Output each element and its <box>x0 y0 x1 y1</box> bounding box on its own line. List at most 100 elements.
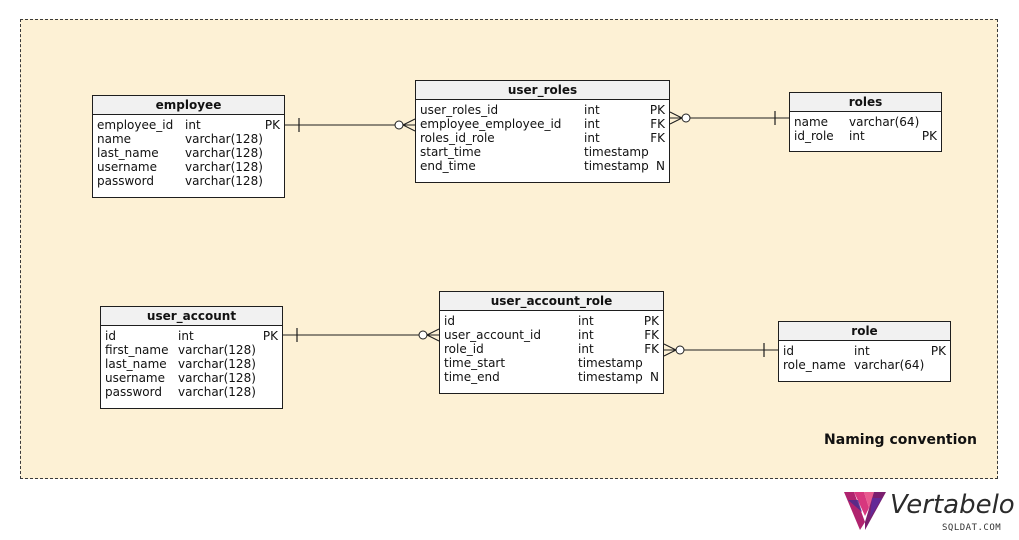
table-title: user_account <box>101 307 282 326</box>
column-row[interactable]: name varchar(64) <box>794 115 937 129</box>
diagram-caption: Naming convention <box>824 432 977 448</box>
column-name: password <box>105 385 162 399</box>
column-name: last_name <box>97 146 159 160</box>
column-key: FK <box>644 328 659 342</box>
column-name: end_time <box>420 159 476 173</box>
column-row[interactable]: name varchar(128) <box>97 132 280 146</box>
vertabelo-logo-icon <box>844 492 886 530</box>
column-type: varchar(128) <box>178 343 256 357</box>
column-key: FK <box>650 131 665 145</box>
column-name: id <box>105 329 116 343</box>
relationship-role-user-account-role-zero-marker <box>675 345 685 355</box>
relationship-role-user-account-role-crowfoot-bottom <box>663 349 677 357</box>
column-name: name <box>794 115 829 129</box>
column-name: password <box>97 174 154 188</box>
table-title: user_account_role <box>440 292 663 311</box>
column-name: role_name <box>783 358 846 372</box>
column-type: varchar(128) <box>185 174 263 188</box>
table-title: employee <box>93 96 284 115</box>
column-key: PK <box>930 344 946 358</box>
column-key: PK <box>264 118 280 132</box>
column-key: PK <box>262 329 278 343</box>
column-row[interactable]: start_time timestamp <box>420 145 665 159</box>
column-row[interactable]: id int PK <box>105 329 278 343</box>
relationship-employee-user-roles-zero-marker <box>394 120 404 130</box>
relationship-user-account-user-account-role-crowfoot-bottom <box>426 334 440 342</box>
column-type: int <box>584 117 600 131</box>
brand-name: Vertabelo <box>890 490 1015 520</box>
column-name: role_id <box>444 342 484 356</box>
relationship-user-account-user-account-role-crowfoot-top <box>426 328 440 336</box>
table-title: role <box>779 322 950 341</box>
column-type: varchar(128) <box>185 146 263 160</box>
column-row[interactable]: roles_id_role int FK <box>420 131 665 145</box>
column-name: name <box>97 132 132 146</box>
column-name: start_time <box>420 145 482 159</box>
column-type: int <box>578 328 594 342</box>
column-row[interactable]: time_end timestamp N <box>444 370 659 384</box>
column-name: employee_id <box>97 118 174 132</box>
column-key: FK <box>650 117 665 131</box>
column-row[interactable]: employee_employee_id int FK <box>420 117 665 131</box>
column-row[interactable]: last_name varchar(128) <box>97 146 280 160</box>
column-type: varchar(128) <box>185 132 263 146</box>
relationship-role-user-account-role-crowfoot-top <box>663 343 677 351</box>
column-name: time_start <box>444 356 506 370</box>
column-type: timestamp <box>584 145 649 159</box>
column-type: int <box>584 131 600 145</box>
column-key: PK <box>643 314 659 328</box>
column-name: id <box>444 314 455 328</box>
vertabelo-logo: Vertabelo SQLDAT.COM <box>842 488 1015 538</box>
column-name: user_roles_id <box>420 103 499 117</box>
column-name: username <box>105 371 165 385</box>
relationship-user-account-user-account-role-zero-marker <box>418 330 428 340</box>
column-name: roles_id_role <box>420 131 495 145</box>
relationship-employee-user-roles-crowfoot-bottom <box>402 124 416 132</box>
column-type: varchar(128) <box>178 357 256 371</box>
column-row[interactable]: time_start timestamp <box>444 356 659 370</box>
column-row[interactable]: password varchar(128) <box>97 174 280 188</box>
column-name: username <box>97 160 157 174</box>
relationship-roles-user-roles-crowfoot-top <box>669 111 683 119</box>
column-type: timestamp <box>578 356 643 370</box>
brand-sub: SQLDAT.COM <box>942 523 1002 533</box>
column-key: N <box>650 370 659 384</box>
relationship-roles-user-roles-zero-marker <box>681 113 691 123</box>
column-type: int <box>178 329 194 343</box>
column-name: employee_employee_id <box>420 117 562 131</box>
column-name: time_end <box>444 370 500 384</box>
column-key: PK <box>921 129 937 143</box>
column-name: id_role <box>794 129 834 143</box>
column-type: timestamp <box>578 370 643 384</box>
column-type: int <box>584 103 600 117</box>
column-name: id <box>783 344 794 358</box>
column-type: varchar(64) <box>849 115 920 129</box>
relationship-roles-user-roles-crowfoot-bottom <box>669 117 683 125</box>
